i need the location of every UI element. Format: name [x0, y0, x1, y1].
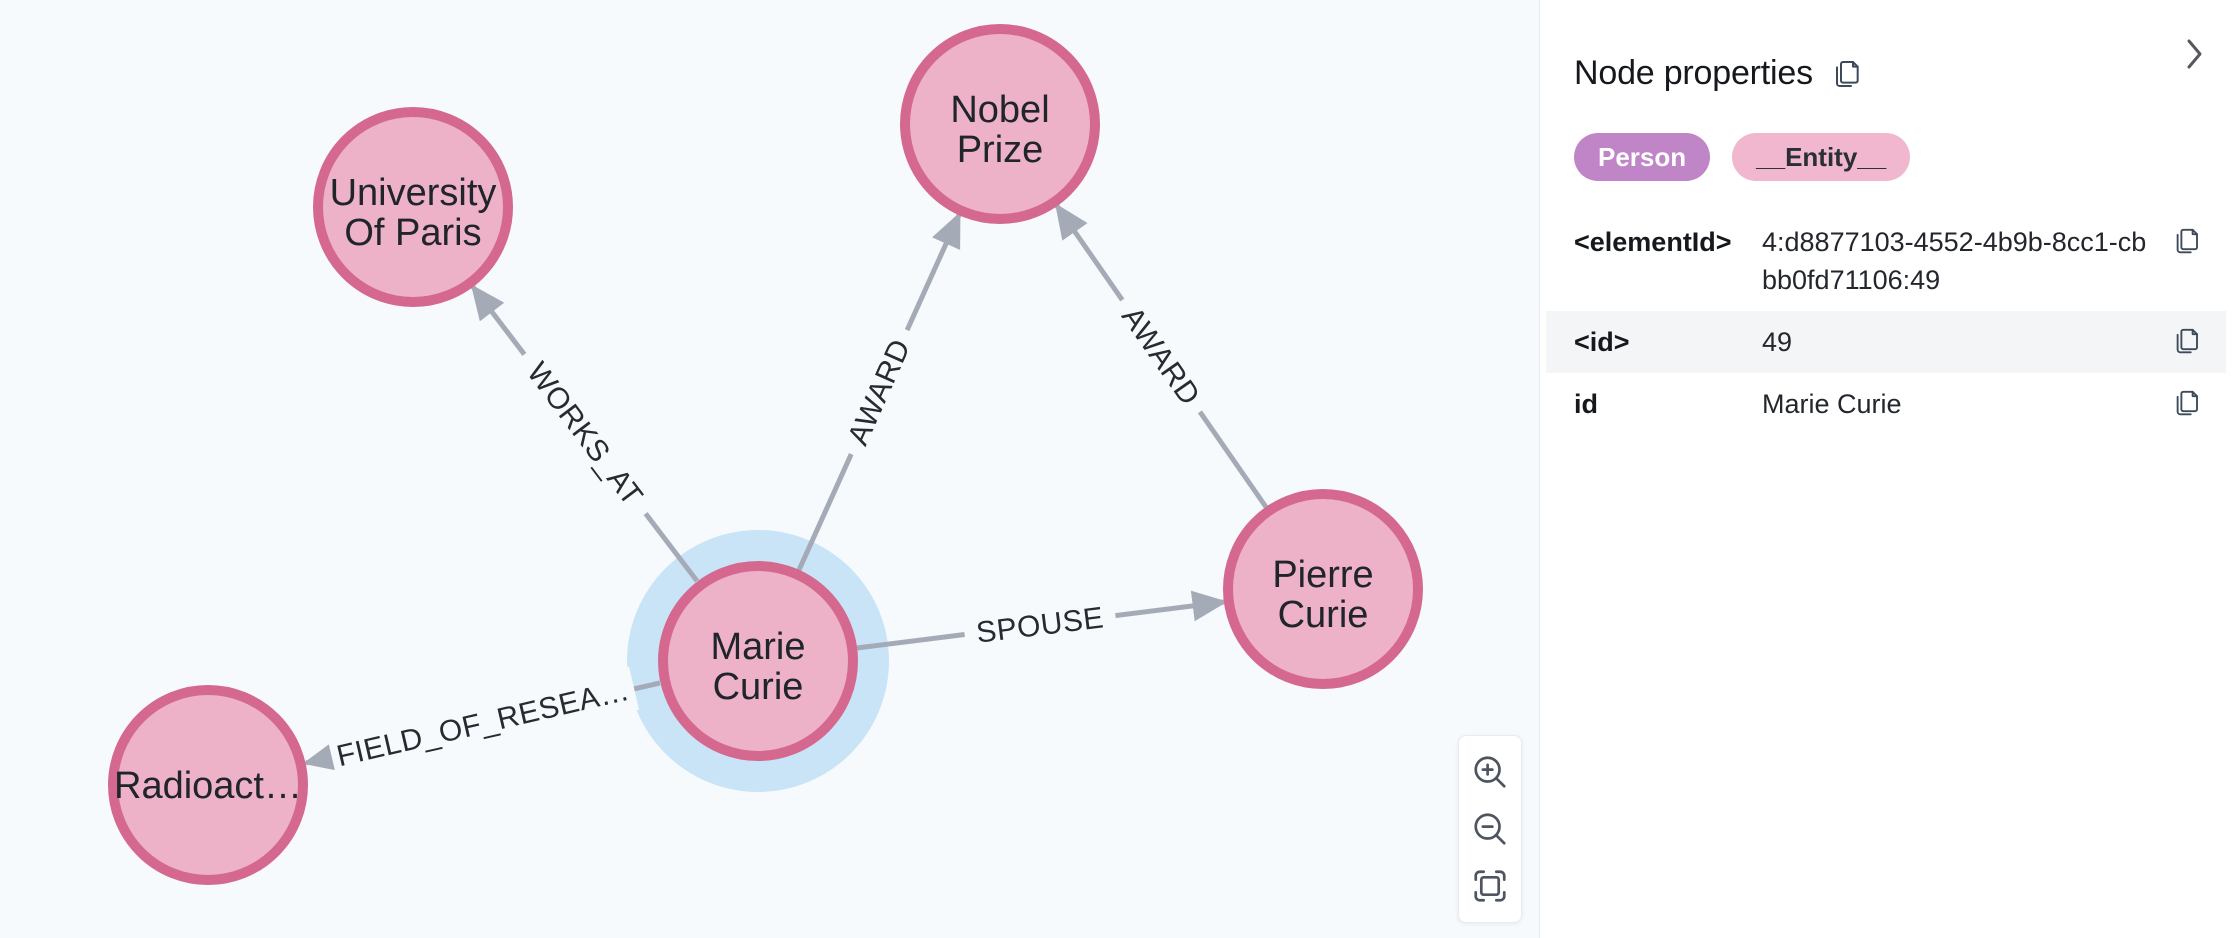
node-label: University	[330, 172, 497, 214]
property-value: 4:d8877103-4552-4b9b-8cc1-cbbb0fd71106:4…	[1762, 227, 2147, 295]
node-label: Nobel	[950, 89, 1049, 131]
edge-label-award-marie[interactable]: AWARD	[831, 320, 927, 464]
node-label: Curie	[713, 666, 804, 708]
node-label: Radioact…	[114, 765, 302, 807]
node-label: Marie	[710, 626, 805, 668]
property-value: 49	[1762, 327, 1793, 357]
panel-header: Node properties	[1574, 54, 2198, 93]
node-marie-curie[interactable]: Marie Curie	[658, 561, 858, 761]
copy-property-button[interactable]	[2172, 388, 2202, 418]
label-badge-person[interactable]: Person	[1574, 133, 1711, 181]
property-key: <elementId>	[1574, 227, 1732, 257]
node-label: Of Paris	[344, 212, 481, 254]
chevron-right-icon	[2187, 39, 2202, 69]
svg-text:WORKS_AT: WORKS_AT	[520, 356, 649, 512]
property-row-elementid: <elementId> 4:d8877103-4552-4b9b-8cc1-cb…	[1546, 211, 2226, 311]
node-radioactivity[interactable]: Radioact…	[108, 685, 308, 885]
property-row-id-internal: <id> 49	[1546, 311, 2226, 373]
properties-table: <elementId> 4:d8877103-4552-4b9b-8cc1-cb…	[1546, 211, 2226, 435]
copy-icon	[2176, 390, 2198, 416]
property-value: Marie Curie	[1762, 389, 1902, 419]
node-label: Pierre	[1272, 554, 1373, 596]
edge-label-spouse[interactable]: SPOUSE	[961, 593, 1119, 657]
label-badge-entity[interactable]: __Entity__	[1732, 133, 1911, 181]
panel-title: Node properties	[1574, 54, 1813, 92]
node-properties-panel: Node properties Person __Entity__ <eleme…	[1539, 0, 2232, 938]
node-label: Curie	[1278, 594, 1369, 636]
property-key: <id>	[1574, 327, 1630, 357]
copy-property-button[interactable]	[2172, 226, 2202, 256]
node-university-of-paris[interactable]: University Of Paris	[313, 107, 513, 307]
copy-icon	[2176, 328, 2198, 354]
property-row-id: id Marie Curie	[1546, 373, 2226, 435]
zoom-in-button[interactable]	[1464, 746, 1516, 798]
copy-icon	[1835, 60, 1859, 87]
zoom-out-button[interactable]	[1464, 803, 1516, 855]
property-key: id	[1574, 389, 1598, 419]
node-labels: Person __Entity__	[1574, 133, 2198, 181]
copy-all-properties-button[interactable]	[1831, 58, 1863, 90]
zoom-out-icon	[1474, 813, 1506, 845]
svg-text:FIELD_OF_RESEA…: FIELD_OF_RESEA…	[334, 674, 633, 773]
copy-icon	[2176, 228, 2198, 254]
graph-svg[interactable]: WORKS_AT AWARD AWARD SPOUSE FIELD_OF_RES…	[0, 0, 1539, 938]
svg-text:AWARD: AWARD	[842, 334, 918, 450]
copy-property-button[interactable]	[2172, 326, 2202, 356]
edge-label-works-at[interactable]: WORKS_AT	[507, 340, 663, 528]
node-nobel-prize[interactable]: Nobel Prize	[900, 24, 1100, 224]
node-label: Prize	[957, 129, 1044, 171]
zoom-to-fit-button[interactable]	[1464, 860, 1516, 912]
node-pierre-curie[interactable]: Pierre Curie	[1223, 489, 1423, 689]
edge-label-field-of-research[interactable]: FIELD_OF_RESEA…	[327, 666, 639, 780]
zoom-toolbar	[1458, 735, 1522, 923]
graph-canvas[interactable]: WORKS_AT AWARD AWARD SPOUSE FIELD_OF_RES…	[0, 0, 1539, 938]
zoom-to-fit-icon	[1474, 870, 1506, 902]
edge-label-award-pierre[interactable]: AWARD	[1103, 287, 1219, 425]
zoom-in-icon	[1474, 756, 1506, 788]
collapse-panel-button[interactable]	[2172, 30, 2216, 78]
